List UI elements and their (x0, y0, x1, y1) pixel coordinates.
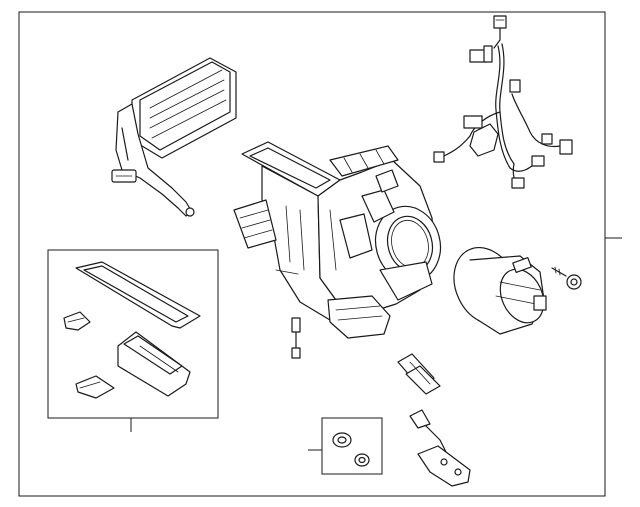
resistor-icon[interactable] (291, 317, 301, 359)
seal-frame-icon[interactable] (75, 261, 201, 329)
grommet-small-icon[interactable] (354, 453, 370, 467)
screw-icon[interactable] (551, 266, 582, 290)
evaporator-icon[interactable] (111, 57, 237, 217)
clip-icon[interactable] (63, 311, 91, 331)
diagram-frame (18, 11, 606, 497)
sensor-icon[interactable] (409, 409, 471, 487)
actuator-icon[interactable] (397, 353, 441, 395)
grommet-kit-box (321, 417, 383, 475)
hvac-case-icon[interactable] (233, 141, 449, 339)
foam-pad-icon[interactable] (117, 331, 191, 397)
pad-icon[interactable] (75, 375, 115, 399)
wire-harness-icon[interactable] (433, 15, 573, 189)
seal-kit-box (47, 249, 219, 419)
blower-motor-icon[interactable] (442, 237, 552, 335)
grommet-large-icon[interactable] (332, 432, 352, 448)
